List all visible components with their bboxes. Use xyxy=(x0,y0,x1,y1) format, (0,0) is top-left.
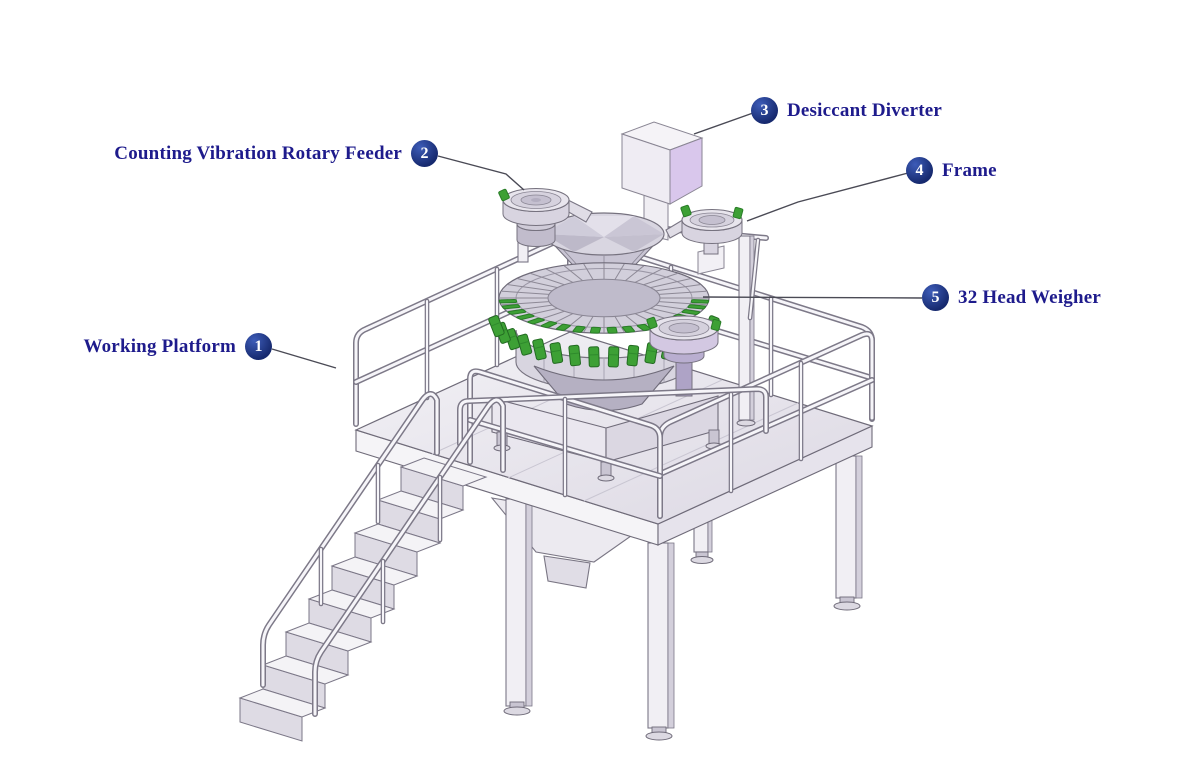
rotary-feeder-bowl xyxy=(646,315,722,397)
leader-line-5 xyxy=(702,296,923,299)
callout-frame: 4 Frame xyxy=(906,157,997,184)
staircase xyxy=(238,394,503,742)
leader-line-1 xyxy=(271,348,337,369)
leader-lines xyxy=(271,112,923,369)
under-platform-chute xyxy=(543,555,591,589)
stair-steps xyxy=(238,457,488,742)
hopper-cone xyxy=(543,212,665,303)
callout-desiccant-diverter: 3 Desiccant Diverter xyxy=(751,97,942,124)
callout-32-head-weigher: 5 32 Head Weigher xyxy=(922,284,1101,311)
callout-number-badge: 5 xyxy=(922,284,949,311)
callout-label: Frame xyxy=(942,159,997,181)
callout-number-badge: 1 xyxy=(245,333,272,360)
leader-line-3 xyxy=(693,112,754,135)
stair-handrail-posts xyxy=(318,462,443,625)
callout-label: Working Platform xyxy=(83,335,236,357)
left-vibration-bowl xyxy=(498,187,593,247)
callout-number-badge: 4 xyxy=(906,157,933,184)
platform-feet xyxy=(503,551,861,741)
weigher-machine xyxy=(488,212,725,482)
leader-line-4 xyxy=(746,172,909,222)
right-vibration-bowl xyxy=(665,204,744,255)
callout-working-platform: Working Platform 1 xyxy=(83,333,272,360)
callout-label: 32 Head Weigher xyxy=(958,286,1102,308)
callout-number-badge: 2 xyxy=(411,140,438,167)
leader-line-2 xyxy=(437,155,525,191)
frame-rods xyxy=(747,237,761,321)
railing-posts-front xyxy=(562,360,804,498)
callout-label: Counting Vibration Rotary Feeder xyxy=(114,142,402,164)
callout-label: Desiccant Diverter xyxy=(787,99,942,121)
callout-number-badge: 3 xyxy=(751,97,778,124)
railing-front xyxy=(460,334,872,516)
callout-counting-vibration-rotary-feeder: Counting Vibration Rotary Feeder 2 xyxy=(114,140,438,167)
